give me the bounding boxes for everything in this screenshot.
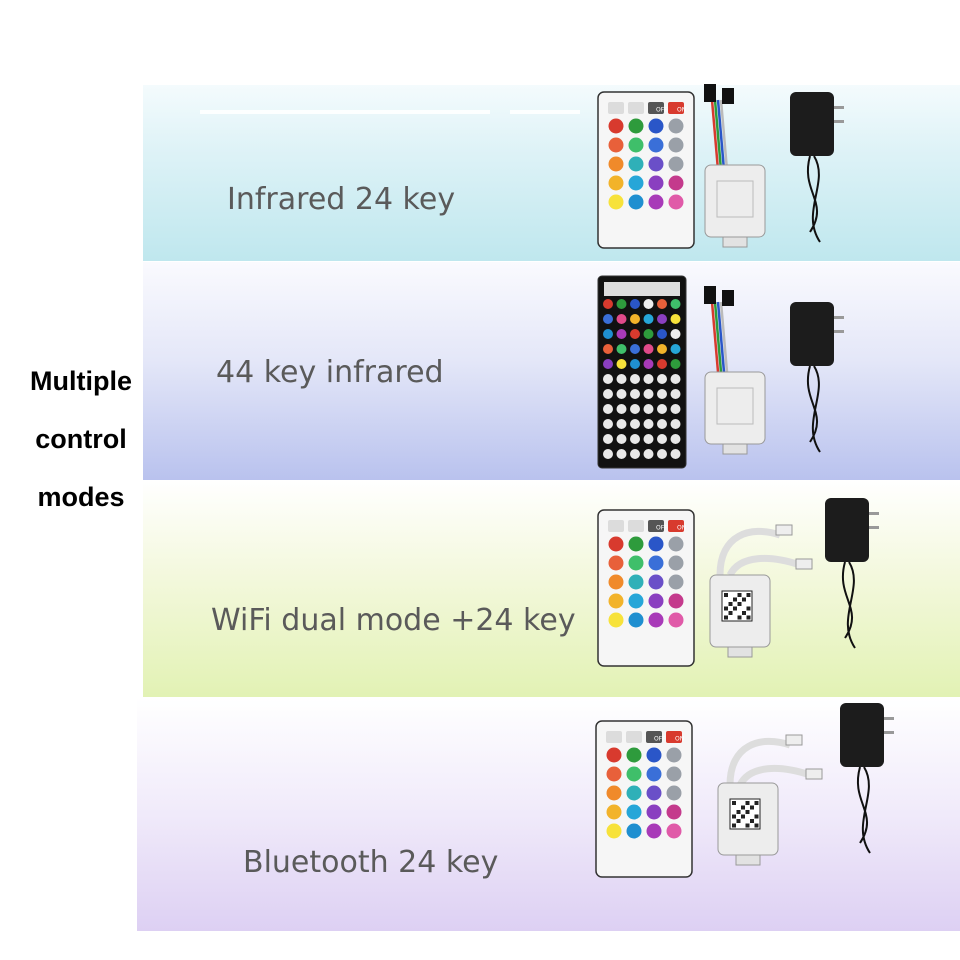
highlight-streak <box>200 110 490 114</box>
qr-code-icon <box>729 798 761 830</box>
remote-control-icon: OFF ON <box>597 91 695 249</box>
remote-control-icon: OFF ON <box>595 720 693 878</box>
controller-box-icon <box>704 371 766 455</box>
mode-band-wifi <box>143 481 960 697</box>
svg-text:ON: ON <box>677 525 686 532</box>
power-adapter-icon <box>825 498 879 649</box>
cable-icon <box>726 734 823 787</box>
mode-label-infrared-44: 44 key infrared <box>216 355 444 390</box>
svg-text:OFF: OFF <box>656 107 668 114</box>
cable-icon <box>716 524 813 577</box>
product-bluetooth-kit: OFF ON <box>590 695 900 895</box>
qr-code-icon <box>721 590 753 622</box>
mode-band-bluetooth <box>137 698 960 931</box>
svg-text:OFF: OFF <box>654 736 666 743</box>
power-adapter-icon <box>790 302 844 453</box>
power-adapter-icon <box>790 92 844 243</box>
mode-label-bluetooth: Bluetooth 24 key <box>243 845 499 880</box>
svg-text:ON: ON <box>675 736 684 743</box>
controller-box-icon <box>717 782 779 866</box>
side-title: Multiple control modes <box>12 352 150 526</box>
controller-box-icon <box>704 164 766 248</box>
power-adapter-icon <box>840 703 894 854</box>
cable-icon <box>704 286 734 373</box>
svg-text:OFF: OFF <box>656 525 668 532</box>
product-infrared-44-kit <box>590 272 890 482</box>
side-title-line-3: modes <box>37 482 125 512</box>
highlight-streak <box>510 110 580 114</box>
side-title-line-2: control <box>35 424 127 454</box>
cable-icon <box>704 84 734 171</box>
remote-control-icon: OFF ON <box>597 509 695 667</box>
controller-box-icon <box>709 574 771 658</box>
product-infrared-24-kit: OFF ON <box>590 60 890 260</box>
svg-text:ON: ON <box>677 107 686 114</box>
mode-label-wifi: WiFi dual mode +24 key <box>211 603 576 638</box>
remote-control-icon <box>597 275 687 469</box>
side-title-line-1: Multiple <box>30 366 132 396</box>
mode-label-infrared-24: Infrared 24 key <box>227 182 456 217</box>
product-wifi-kit: OFF ON <box>590 490 900 690</box>
mode-band-infrared-44 <box>143 262 960 480</box>
